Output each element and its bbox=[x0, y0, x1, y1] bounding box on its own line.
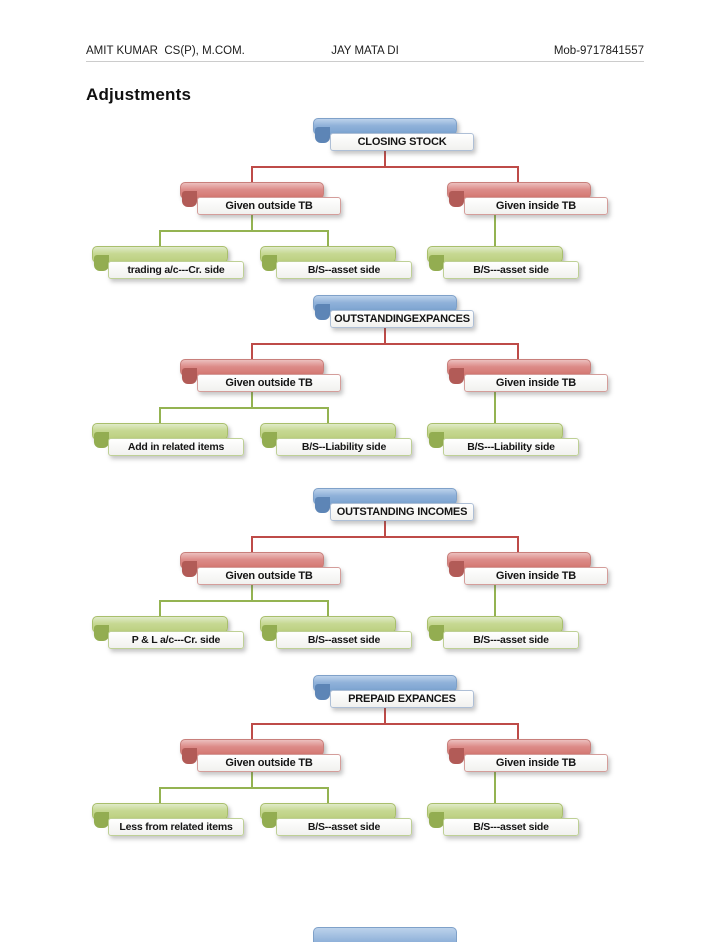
node-label: PREPAID EXPANCES bbox=[330, 690, 474, 708]
node-label: Given inside TB bbox=[464, 374, 608, 392]
connector-left-branch-to-leaves bbox=[159, 600, 329, 616]
connector-left-branch-stub bbox=[251, 585, 253, 600]
node-label: P & L a/c---Cr. side bbox=[108, 631, 244, 649]
leaf-node-2: B/S--asset side bbox=[260, 616, 421, 649]
leaf-node-1: P & L a/c---Cr. side bbox=[92, 616, 253, 649]
given-inside-tb-node: Given inside TB bbox=[447, 359, 608, 392]
node-shape bbox=[427, 803, 563, 828]
given-inside-tb-node: Given inside TB bbox=[447, 182, 608, 215]
diagram-outstanding-expances: OUTSTANDINGEXPANCES Given outside TB Giv… bbox=[0, 295, 728, 458]
node-label: B/S--Liability side bbox=[276, 438, 412, 456]
connector-left-branch-to-leaves bbox=[159, 407, 329, 423]
diagram-outstanding-incomes: OUTSTANDING INCOMES Given outside TB Giv… bbox=[0, 488, 728, 651]
diagram-prepaid-expances: PREPAID EXPANCES Given outside TB Given … bbox=[0, 675, 728, 838]
connector-left-branch-to-leaves bbox=[159, 230, 329, 246]
header-author-text: AMIT KUMAR CS(P), M.COM. bbox=[86, 45, 245, 57]
leaf-node-1: trading a/c---Cr. side bbox=[92, 246, 253, 279]
root-node: OUTSTANDING INCOMES bbox=[313, 488, 474, 521]
connector-root-stub bbox=[384, 521, 386, 536]
connector-left-branch-to-leaves bbox=[159, 787, 329, 803]
node-label: Given inside TB bbox=[464, 754, 608, 772]
leaf-node-3: B/S---Liability side bbox=[427, 423, 588, 456]
given-outside-tb-node: Given outside TB bbox=[180, 739, 341, 772]
page-header: AMIT KUMAR CS(P), M.COM. JAY MATA DI Mob… bbox=[0, 0, 728, 57]
node-label: Less from related items bbox=[108, 818, 244, 836]
node-label: Given inside TB bbox=[464, 197, 608, 215]
node-label: trading a/c---Cr. side bbox=[108, 261, 244, 279]
header-divider bbox=[86, 61, 644, 62]
node-shape bbox=[447, 552, 591, 577]
node-label: Given outside TB bbox=[197, 567, 341, 585]
node-label: B/S---asset side bbox=[443, 631, 579, 649]
connector-left-branch-stub bbox=[251, 392, 253, 407]
connector-root-stub bbox=[384, 328, 386, 343]
header-mobile-text: Mob-9717841557 bbox=[553, 45, 644, 57]
given-inside-tb-node: Given inside TB bbox=[447, 552, 608, 585]
connector-root-to-level2 bbox=[251, 723, 519, 739]
root-node: PREPAID EXPANCES bbox=[313, 675, 474, 708]
leaf-node-1: Less from related items bbox=[92, 803, 253, 836]
node-label: B/S--asset side bbox=[276, 261, 412, 279]
connector-right-branch-to-leaf bbox=[494, 772, 496, 803]
node-label: CLOSING STOCK bbox=[330, 133, 474, 151]
connector-root-to-level2 bbox=[251, 343, 519, 359]
connector-root-to-level2 bbox=[251, 536, 519, 552]
node-shape bbox=[180, 359, 324, 384]
node-label: B/S--asset side bbox=[276, 818, 412, 836]
connector-root-stub bbox=[384, 151, 386, 166]
node-label: OUTSTANDINGEXPANCES bbox=[330, 310, 474, 328]
node-label: B/S---asset side bbox=[443, 261, 579, 279]
node-label: Given inside TB bbox=[464, 567, 608, 585]
leaf-node-2: B/S--Liability side bbox=[260, 423, 421, 456]
given-outside-tb-node: Given outside TB bbox=[180, 552, 341, 585]
leaf-node-2: B/S--asset side bbox=[260, 803, 421, 836]
connector-right-branch-to-leaf bbox=[494, 215, 496, 246]
header-center-text: JAY MATA DI bbox=[331, 45, 399, 57]
node-label: OUTSTANDING INCOMES bbox=[330, 503, 474, 521]
leaf-node-3: B/S---asset side bbox=[427, 616, 588, 649]
connector-root-to-level2 bbox=[251, 166, 519, 182]
given-outside-tb-node: Given outside TB bbox=[180, 359, 341, 392]
node-shape bbox=[447, 182, 591, 207]
connector-left-branch-stub bbox=[251, 772, 253, 787]
node-label: Add in related items bbox=[108, 438, 244, 456]
root-node: OUTSTANDINGEXPANCES bbox=[313, 295, 474, 328]
diagram-closing-stock: CLOSING STOCK Given outside TB Given ins… bbox=[0, 118, 728, 281]
given-inside-tb-node: Given inside TB bbox=[447, 739, 608, 772]
partial-next-diagram-root-shape bbox=[313, 927, 457, 942]
root-node: CLOSING STOCK bbox=[313, 118, 474, 151]
leaf-node-3: B/S---asset side bbox=[427, 803, 588, 836]
node-label: Given outside TB bbox=[197, 197, 341, 215]
leaf-node-3: B/S---asset side bbox=[427, 246, 588, 279]
connector-right-branch-to-leaf bbox=[494, 392, 496, 423]
node-label: B/S---asset side bbox=[443, 818, 579, 836]
connector-right-branch-to-leaf bbox=[494, 585, 496, 616]
node-label: Given outside TB bbox=[197, 754, 341, 772]
page-title: Adjustments bbox=[86, 85, 192, 104]
connector-root-stub bbox=[384, 708, 386, 723]
node-shape bbox=[427, 246, 563, 271]
node-shape bbox=[313, 488, 457, 513]
node-label: B/S--asset side bbox=[276, 631, 412, 649]
given-outside-tb-node: Given outside TB bbox=[180, 182, 341, 215]
leaf-node-2: B/S--asset side bbox=[260, 246, 421, 279]
leaf-node-1: Add in related items bbox=[92, 423, 253, 456]
node-label: Given outside TB bbox=[197, 374, 341, 392]
connector-left-branch-stub bbox=[251, 215, 253, 230]
node-label: B/S---Liability side bbox=[443, 438, 579, 456]
